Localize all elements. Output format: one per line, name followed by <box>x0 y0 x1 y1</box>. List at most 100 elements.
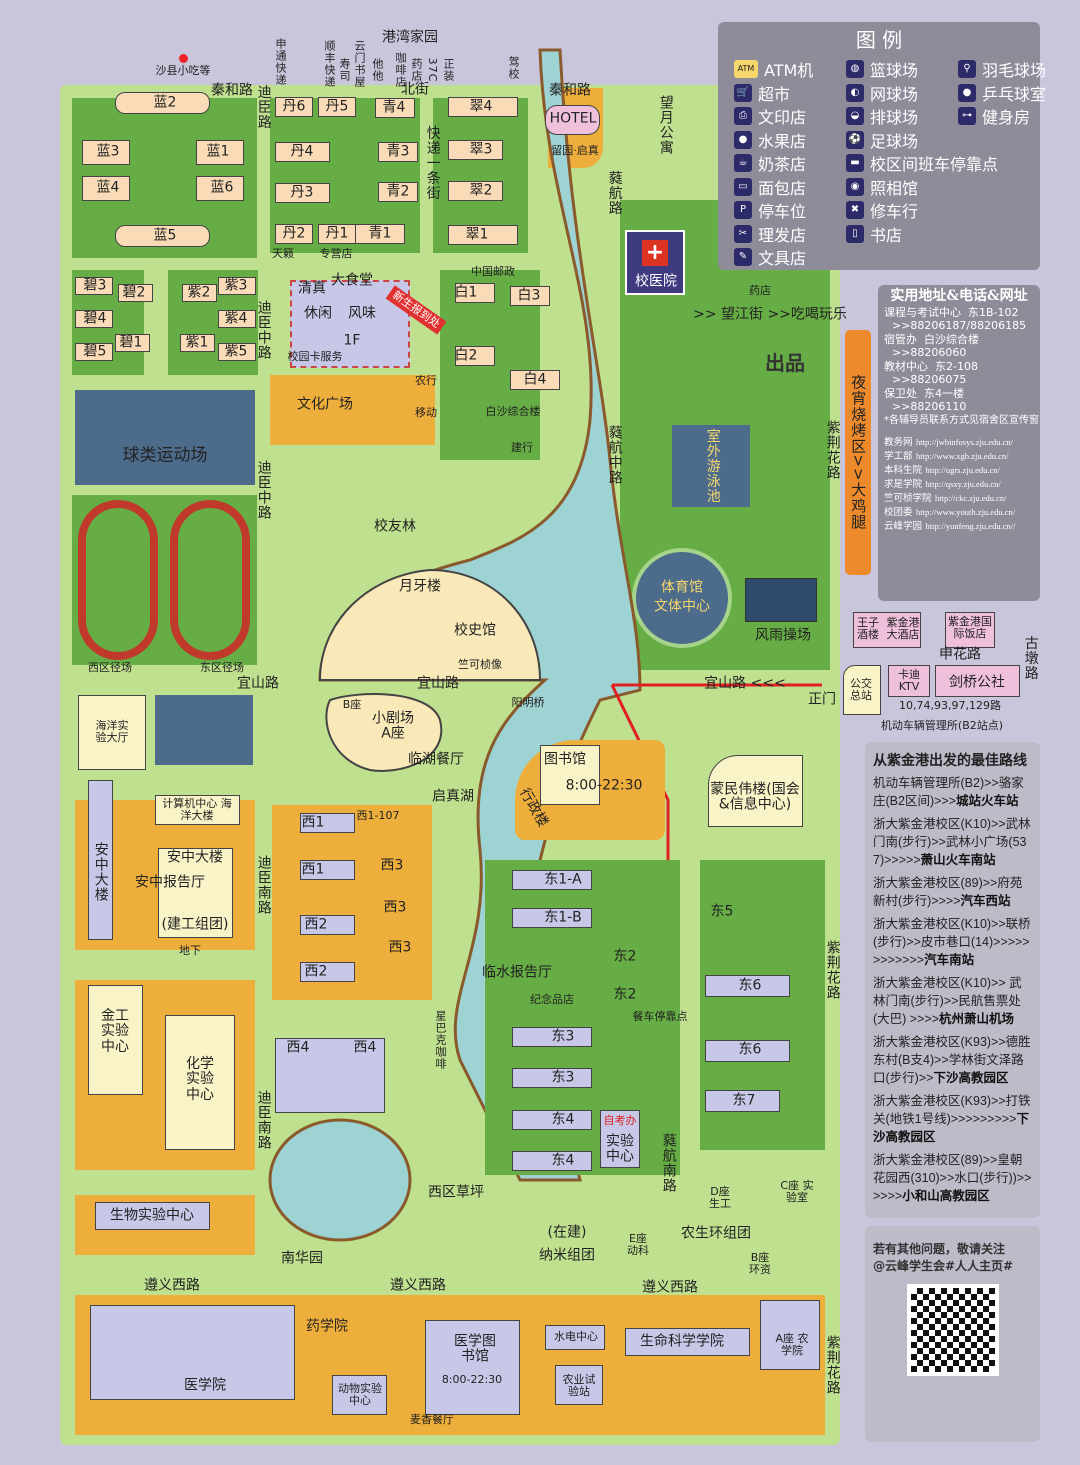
building-label: 纳米组团 <box>539 1247 595 1264</box>
building-label: 蒙民伟楼(国会&信息中心) <box>710 781 800 813</box>
info-link[interactable]: 云峰学园 http://yunfeng.zju.edu.cn// <box>884 519 1034 533</box>
road-label: 迪臣中路 <box>255 460 272 520</box>
legend-item: ✖修车行 <box>846 198 918 222</box>
building-label: 翠3 <box>469 141 493 158</box>
building-label: 蓝6 <box>210 179 234 196</box>
link-url[interactable]: http://www.youth.zju.edu.cn/ <box>916 507 1016 517</box>
building-label: 药学院 <box>306 1318 348 1335</box>
supermarket-icon: 🛒 <box>734 83 752 102</box>
east-track <box>170 500 250 660</box>
shop-label: 沙县小吃等 <box>155 63 211 77</box>
route-destination: 萧山火车南站 <box>920 853 996 867</box>
info-link[interactable]: 学工部 http://www.xgb.zju.edu.cn/ <box>884 449 1034 463</box>
road-label: 申花路 <box>939 646 981 663</box>
building-label: 东2 <box>613 948 637 965</box>
building-label: 碧4 <box>83 310 107 327</box>
ping-pong-icon: ● <box>958 83 976 102</box>
entry-phone: >>88206060 <box>892 346 967 359</box>
logo-text: 出品 <box>765 351 805 375</box>
building-label: 青3 <box>386 143 410 160</box>
info-entry: 宿管办 白沙综合楼>>88206060 <box>884 333 1034 360</box>
building-label: 校园卡服务 <box>287 349 343 363</box>
ball-courts <box>75 390 255 485</box>
building-label: 医学图书馆 <box>454 1333 496 1365</box>
building-label: 翠4 <box>469 98 493 115</box>
road-label: 遵义西路 <box>144 1277 200 1294</box>
building-label: 西4 <box>353 1039 377 1056</box>
link-url[interactable]: http://ugrs.zju.edu.cn/ <box>925 465 1000 475</box>
legend-label: 文印店 <box>758 108 807 127</box>
legend-label: 健身房 <box>982 108 1031 127</box>
place-label: 港湾家园 <box>382 29 438 46</box>
link-url[interactable]: http://ckc.zju.edu.cn/ <box>935 493 1007 503</box>
road-label: 紫荆花路 <box>824 940 841 1000</box>
route-destination: 杭州萧山机场 <box>939 1012 1015 1026</box>
building-label: 丹4 <box>290 143 314 160</box>
entry-phone: >>88206187/88206185 <box>892 319 1027 332</box>
tennis-icon: ◐ <box>846 83 864 102</box>
link-name: 校团委 <box>884 507 913 518</box>
shop-label: 云门书屋 <box>353 40 367 88</box>
west-track <box>78 500 158 660</box>
parking-label: 地下 <box>179 943 201 957</box>
building-label: 丹1 <box>325 225 349 242</box>
route-item: 浙大紫金港校区(K93)>>德胜东村(B支4)>>学林街文泽路口(步行)>>下沙… <box>873 1033 1032 1087</box>
link-url[interactable]: http://yunfeng.zju.edu.cn// <box>925 521 1016 531</box>
info-link[interactable]: 本科生院 http://ugrs.zju.edu.cn/ <box>884 463 1034 477</box>
legend-label: 停车位 <box>758 202 807 221</box>
building-label: 紫2 <box>187 284 211 301</box>
info-link[interactable]: 校团委 http://www.youth.zju.edu.cn/ <box>884 505 1034 519</box>
info-link[interactable]: 竺可桢学院 http://ckc.zju.edu.cn/ <box>884 491 1034 505</box>
info-entry: 教材中心 东2-108>>88206075 <box>884 360 1034 387</box>
building-label: C座 实验室 <box>780 1178 814 1204</box>
bus-lines: 10,74,93,97,129路 <box>899 698 1001 712</box>
building-label: 校医院 <box>635 273 677 290</box>
route-item: 浙大紫金港校区(89)>>府苑新村(步行)>>>>汽车西站 <box>873 874 1032 910</box>
link-url[interactable]: http://www.xgb.zju.edu.cn/ <box>916 451 1009 461</box>
route-destination: 汽车南站 <box>924 953 975 967</box>
building-label: 白2 <box>454 347 478 364</box>
road-label: 秦和路 <box>549 82 591 99</box>
link-url[interactable]: http://jwbinfosys.zju.edu.cn/ <box>916 437 1014 447</box>
road-label: 迪臣中路 <box>255 300 272 360</box>
building-label: 蓝1 <box>206 143 230 160</box>
route-path: 浙大紫金港校区(89)>>府苑新村(步行)>>>> <box>873 876 1023 908</box>
gate-label: 正门 <box>808 691 836 708</box>
building-label: 实验中心 <box>606 1133 634 1165</box>
legend-item: ●水果店 <box>734 128 806 152</box>
building-label: 碧2 <box>122 284 146 301</box>
legend-label: 乒乓球室 <box>982 84 1047 104</box>
legend-item: ☕奶茶店 <box>734 151 806 175</box>
building-label: 西1-107 <box>356 808 400 822</box>
place-label: 球类运动场 <box>122 445 208 466</box>
atm-icon: ATM <box>734 60 758 78</box>
building-label: 东6 <box>738 1041 762 1058</box>
legend-label: 羽毛球场 <box>982 61 1047 80</box>
shop-label: 驾校 <box>507 56 521 80</box>
route-path: 浙大紫金港校区(K93)>>打铁关(地铁1号线)>>>>>>>>> <box>873 1094 1031 1126</box>
info-link[interactable]: 求是学院 http://qsxy.zju.edu.cn/ <box>884 477 1034 491</box>
shop-label: 寿司 <box>338 58 352 82</box>
building-label: 农生环组团 <box>681 1225 751 1242</box>
building-label: 紫1 <box>185 334 209 351</box>
info-link[interactable]: 教务网 http://jwbinfosys.zju.edu.cn/ <box>884 435 1034 449</box>
building-label: 紫5 <box>224 343 248 360</box>
qr-code[interactable] <box>906 1284 999 1376</box>
hospital-building: + <box>625 230 685 295</box>
route-item: 浙大紫金港校区(K10)>>武林门南(步行)>>武林小广场(537)>>>>>萧… <box>873 815 1032 869</box>
legend-label: 照相馆 <box>870 178 919 198</box>
shop-label: 正装 <box>442 58 456 82</box>
link-url[interactable]: http://qsxy.zju.edu.cn/ <box>925 479 1001 489</box>
shop-label: 专营店 <box>319 246 353 260</box>
building-label: 东3 <box>551 1069 575 1086</box>
building-label: 西2 <box>304 963 328 980</box>
road-label: 蕤航南路 <box>660 1133 677 1193</box>
legend-label: 网球场 <box>870 84 919 104</box>
contact-panel: 若有其他问题，敬请关注 @云峰学生会#人人主页# <box>865 1226 1040 1442</box>
building-label: 月牙楼 <box>399 578 441 595</box>
shop-label: 咖啡店 <box>394 52 408 88</box>
legend-item: ▯书店 <box>846 222 902 246</box>
building-label: 西4 <box>286 1039 310 1056</box>
